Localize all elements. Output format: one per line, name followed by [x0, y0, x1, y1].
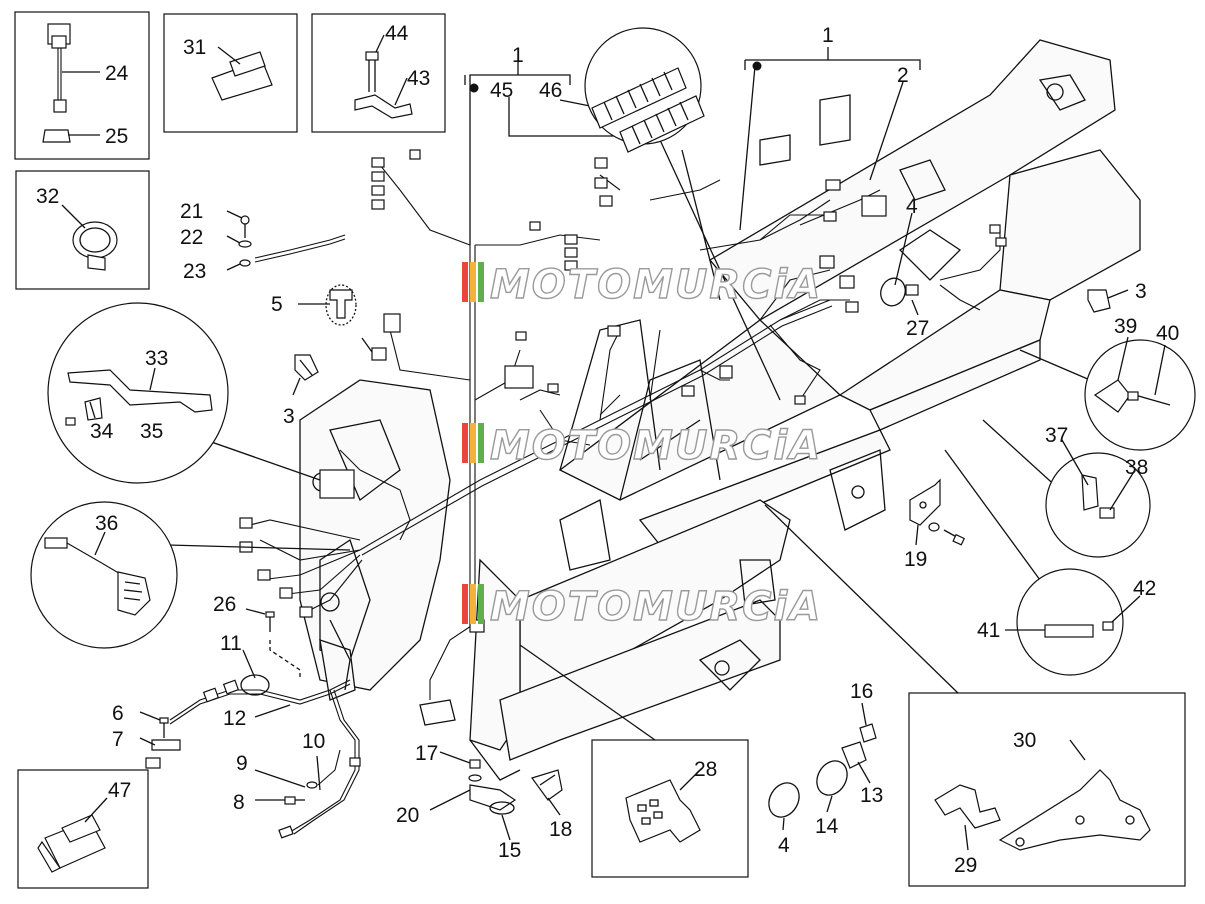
part-4-14-bands [768, 277, 906, 818]
callout-39: 39 [1114, 315, 1137, 338]
callout-6: 6 [112, 702, 124, 725]
callout-25: 25 [105, 125, 128, 148]
callout-4: 4 [778, 834, 790, 857]
harness-dot [752, 61, 762, 71]
callout-12: 12 [223, 707, 246, 730]
inset-32 [15, 170, 150, 290]
callout-42: 42 [1133, 577, 1156, 600]
callout-24: 24 [105, 62, 129, 85]
callout-9: 9 [236, 752, 248, 775]
callout-37: 37 [1045, 424, 1068, 447]
part-19-bracket [909, 478, 966, 546]
callout-43: 43 [407, 67, 430, 90]
part-17-20-15-clamp [468, 759, 517, 815]
part-26-bolt [265, 611, 301, 680]
part-3-clip-right [1087, 289, 1111, 313]
callout-35: 35 [140, 420, 163, 443]
callout-29: 29 [954, 854, 977, 877]
inset-29-30 [908, 692, 1186, 887]
detail-circle-33-35 [47, 302, 229, 484]
callout-19: 19 [904, 548, 927, 571]
detail-circle-41-42 [1005, 568, 1141, 676]
callout-16: 16 [850, 680, 873, 703]
callout-28: 28 [694, 758, 717, 781]
callout-45: 45 [490, 79, 513, 102]
callout-labels: 1 1 2 3 3 4 4 5 6 7 8 9 10 11 12 13 14 1… [36, 22, 1179, 877]
callout-1: 1 [512, 44, 524, 67]
callout-22: 22 [180, 226, 203, 249]
callout-30: 30 [1013, 729, 1036, 752]
inset-28 [591, 739, 749, 878]
part-11-12-cable [169, 674, 361, 839]
part-18-clip [531, 769, 563, 801]
callout-3: 3 [283, 405, 295, 428]
callout-11: 11 [220, 632, 242, 655]
callout-13: 13 [860, 784, 883, 807]
callout-21: 21 [180, 200, 203, 223]
inset-24-25 [14, 11, 150, 160]
watermark-text: MOTOMURCiA [490, 584, 822, 630]
part-21-23-earth-cable [238, 215, 346, 267]
callout-3: 3 [1135, 280, 1147, 303]
chassis-frame [299, 39, 1141, 781]
detail-circle-39-40 [1084, 336, 1196, 451]
callout-7: 7 [112, 728, 124, 751]
callout-18: 18 [549, 818, 572, 841]
callout-10: 10 [302, 730, 325, 753]
watermark-text: MOTOMURCiA [490, 262, 822, 308]
detail-circle-36 [30, 501, 178, 649]
main-harness [239, 149, 1007, 700]
part-5-fastener [325, 284, 357, 326]
callout-44: 44 [385, 22, 409, 45]
watermark-bottom: MOTOMURCiA [462, 583, 822, 631]
watermark-text: MOTOMURCiA [490, 423, 822, 469]
callout-41: 41 [977, 619, 1000, 642]
inset-31 [163, 13, 298, 133]
detail-circle-37-38 [1045, 439, 1151, 558]
callout-46: 46 [539, 79, 562, 102]
callout-36: 36 [95, 512, 118, 535]
part-3-clip [294, 354, 319, 381]
callout-34: 34 [90, 420, 114, 443]
watermark-top: MOTOMURCiA [462, 261, 822, 309]
callout-32: 32 [36, 185, 59, 208]
inset-47 [17, 769, 149, 889]
callout-38: 38 [1125, 456, 1148, 479]
callout-8: 8 [233, 791, 245, 814]
callout-1: 1 [822, 24, 834, 47]
callout-20: 20 [396, 804, 419, 827]
callout-47: 47 [108, 779, 131, 802]
callout-4: 4 [906, 195, 918, 218]
callout-14: 14 [815, 815, 839, 838]
leader-lines [119, 47, 1129, 841]
callout-33: 33 [145, 347, 168, 370]
callout-17: 17 [415, 742, 438, 765]
callout-40: 40 [1156, 322, 1179, 345]
detail-circle-45-46 [584, 27, 705, 153]
callout-31: 31 [183, 36, 206, 59]
callout-2: 2 [897, 64, 909, 87]
callout-15: 15 [498, 839, 521, 862]
part-6-7-clip [145, 717, 181, 769]
inset-43-44 [311, 13, 446, 133]
callout-26: 26 [213, 593, 236, 616]
watermark-middle: MOTOMURCiA [462, 422, 822, 470]
callout-23: 23 [183, 260, 206, 283]
callout-5: 5 [271, 293, 283, 316]
part-8-9-fasteners [284, 749, 341, 805]
callout-27: 27 [906, 317, 929, 340]
harness-dot [469, 83, 479, 93]
